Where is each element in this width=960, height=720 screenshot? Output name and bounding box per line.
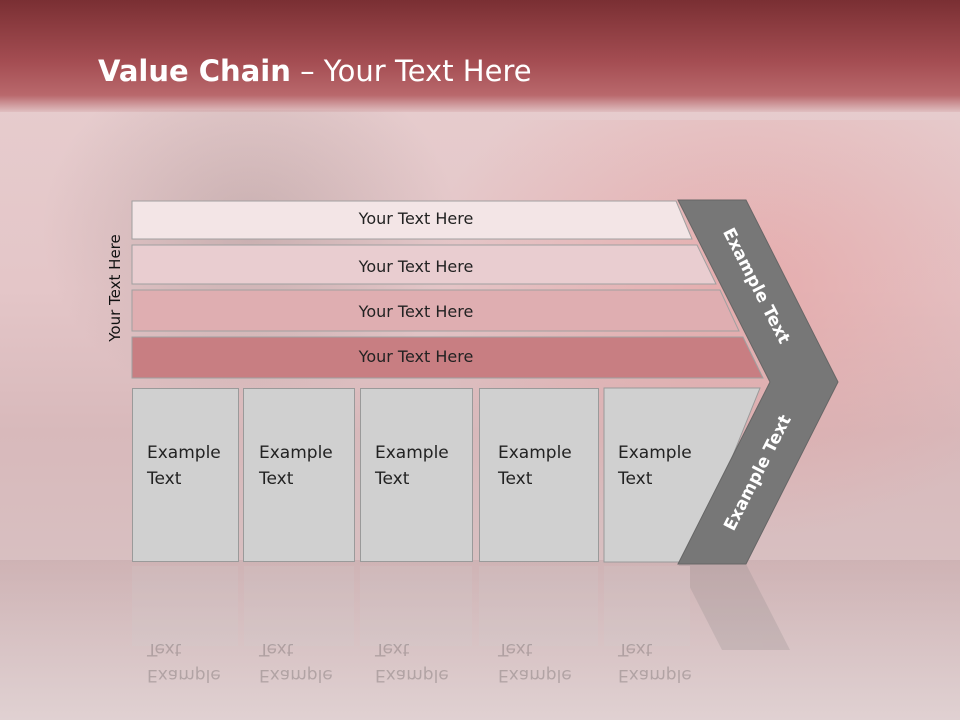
box-3 [360, 388, 473, 562]
row-bar-4 [131, 336, 764, 379]
background-floor [0, 560, 960, 720]
row-label-1: Your Text Here [358, 209, 474, 228]
row-bar-1 [131, 200, 693, 240]
row-label-3: Your Text Here [358, 302, 474, 321]
title-bar [0, 0, 960, 112]
row-label-4: Your Text Here [358, 347, 474, 366]
chevron-shape [677, 199, 839, 565]
box-1 [132, 388, 239, 562]
box-4 [479, 388, 599, 562]
slide-title: Value Chain – Your Text Here [98, 54, 532, 88]
row-bar-3 [131, 289, 740, 332]
box-2 [243, 388, 355, 562]
row-label-2: Your Text Here [358, 257, 474, 276]
row-bar-2 [131, 244, 717, 285]
